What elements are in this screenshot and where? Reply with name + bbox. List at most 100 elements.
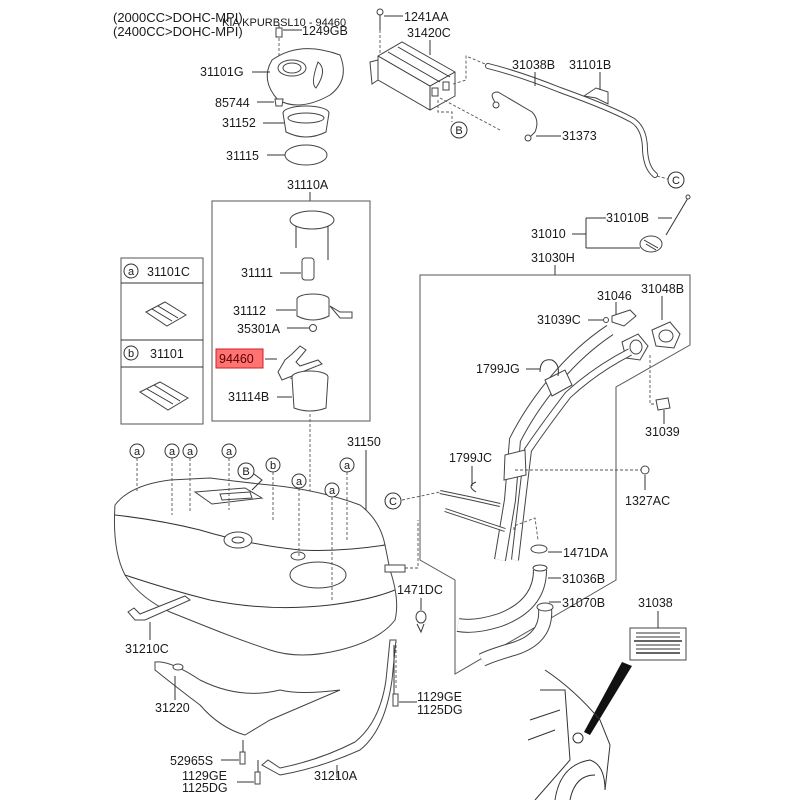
bracket-31101B — [582, 72, 609, 105]
dash-to-clamp — [513, 517, 539, 541]
marker-a-6[interactable]: a — [324, 482, 340, 498]
callout-35301A[interactable]: 35301A — [237, 322, 281, 336]
callout-31152[interactable]: 31152 — [222, 116, 256, 130]
svg-text:a: a — [128, 266, 135, 278]
marker-b-tank[interactable]: b — [265, 457, 281, 473]
dash-canister-hose — [452, 55, 491, 85]
leader-B-tank — [251, 473, 263, 491]
legend-box — [120, 257, 204, 425]
callout-31030H[interactable]: 31030H — [531, 251, 575, 265]
callout-31112[interactable]: 31112 — [233, 304, 266, 318]
callout-31036B[interactable]: 31036B — [562, 572, 605, 586]
marker-a-3[interactable]: a — [182, 443, 198, 459]
clip-1799JC — [470, 466, 477, 493]
callout-31210A[interactable]: 31210A — [314, 769, 358, 783]
filler-parts-upper — [588, 296, 681, 361]
marker-C-bottom[interactable]: C — [384, 492, 402, 510]
marker-B-top[interactable]: B — [450, 121, 468, 139]
callout-94460[interactable]: 94460 — [219, 352, 254, 366]
callout-31110A[interactable]: 31110A — [287, 178, 329, 192]
callout-31070B[interactable]: 31070B — [562, 596, 605, 610]
legend-part-31101[interactable]: 31101 — [150, 347, 184, 361]
callout-1327AC[interactable]: 1327AC — [625, 494, 670, 508]
fuel-tank-31150 — [113, 477, 406, 656]
callout-1471DC[interactable]: 1471DC — [397, 583, 443, 597]
callout-1129GE-lower[interactable]: 1129GE — [182, 769, 227, 783]
callout-31010[interactable]: 31010 — [531, 227, 566, 241]
callout-31373[interactable]: 31373 — [562, 129, 597, 143]
tank-markers: a a a a B b a a a — [129, 443, 355, 600]
marker-a-1[interactable]: a — [129, 443, 145, 459]
callout-1241AA[interactable]: 1241AA — [404, 10, 449, 24]
svg-text:B: B — [242, 466, 249, 478]
lock-ring-31152 — [263, 105, 330, 138]
callout-31115[interactable]: 31115 — [226, 149, 259, 163]
callout-31210C[interactable]: 31210C — [125, 642, 169, 656]
callout-1799JC[interactable]: 1799JC — [449, 451, 492, 465]
bolt-52965S — [221, 740, 246, 765]
marker-a-7[interactable]: a — [339, 457, 355, 473]
callout-31048B[interactable]: 31048B — [641, 282, 684, 296]
callout-31046[interactable]: 31046 — [597, 289, 632, 303]
callout-31420C[interactable]: 31420C — [407, 26, 451, 40]
callout-1129GE-upper[interactable]: 1129GE — [417, 690, 462, 704]
reservoir-31112 — [276, 293, 353, 321]
dash-C-to-tubes — [401, 491, 441, 501]
callout-31039C[interactable]: 31039C — [537, 313, 581, 327]
hose-31070B — [478, 601, 561, 667]
bolt-31039 — [649, 355, 671, 424]
callout-31010B[interactable]: 31010B — [606, 211, 649, 225]
dash-to-marker-B-top — [437, 100, 453, 122]
marker-B-tank[interactable]: B — [237, 462, 255, 480]
marker-a-5[interactable]: a — [291, 473, 307, 489]
marker-C-top[interactable]: C — [667, 171, 685, 189]
legend-part-31101C[interactable]: 31101C — [147, 265, 190, 279]
callout-1125DG-lower[interactable]: 1125DG — [182, 781, 228, 795]
callout-31111[interactable]: 31111 — [241, 266, 273, 280]
cover-plate-31101G — [252, 48, 344, 106]
bolt-1129GE-upper — [392, 640, 417, 707]
hose-31373 — [491, 91, 561, 142]
callout-1125DG-upper[interactable]: 1125DG — [417, 703, 463, 717]
warning-label-31038 — [629, 627, 687, 661]
engine-spec-line-2: (2400CC>DOHC-MPI) — [113, 24, 243, 39]
overlay-watermark-text: KIA KPURBSL10 - 94460 — [222, 17, 346, 29]
svg-text:a: a — [169, 446, 176, 458]
dash-canister-31373 — [439, 97, 501, 131]
marker-a-2[interactable]: a — [164, 443, 180, 459]
callout-31038[interactable]: 31038 — [638, 596, 673, 610]
canister-31420C — [369, 41, 456, 111]
callout-31150[interactable]: 31150 — [347, 435, 381, 449]
svg-text:B: B — [455, 125, 462, 137]
marker-a-4[interactable]: a — [221, 443, 237, 459]
callout-1249GB[interactable]: 1249GB — [302, 24, 348, 38]
svg-text:b: b — [270, 460, 276, 472]
callout-1471DA[interactable]: 1471DA — [563, 546, 609, 560]
svg-text:a: a — [134, 446, 141, 458]
bolt-85744 — [257, 98, 284, 107]
pump-module-frame — [211, 200, 371, 422]
callout-31114B[interactable]: 31114B — [228, 390, 269, 404]
filter-31114B — [277, 370, 329, 412]
strap-31210C — [127, 595, 191, 640]
svg-text:a: a — [329, 485, 336, 497]
callout-31039[interactable]: 31039 — [645, 425, 680, 439]
hose-31038B — [485, 63, 658, 178]
callout-31101G[interactable]: 31101G — [200, 65, 244, 79]
callout-31101B[interactable]: 31101B — [569, 58, 611, 72]
callout-31220[interactable]: 31220 — [155, 701, 190, 715]
nut-1327AC — [640, 465, 650, 490]
callout-85744[interactable]: 85744 — [215, 96, 250, 110]
fuel-cap-31010B — [639, 194, 691, 253]
filler-pipe-31030H — [494, 325, 632, 561]
bolt-1129GE-lower — [237, 760, 261, 785]
svg-text:a: a — [226, 446, 233, 458]
callout-31038B[interactable]: 31038B — [512, 58, 555, 72]
callout-1799JG[interactable]: 1799JG — [476, 362, 520, 376]
callout-52965S[interactable]: 52965S — [170, 754, 213, 768]
clamp-1471DA — [530, 544, 562, 554]
dash-tank-to-filler — [405, 520, 419, 569]
pad-icon-31101 — [138, 381, 189, 411]
